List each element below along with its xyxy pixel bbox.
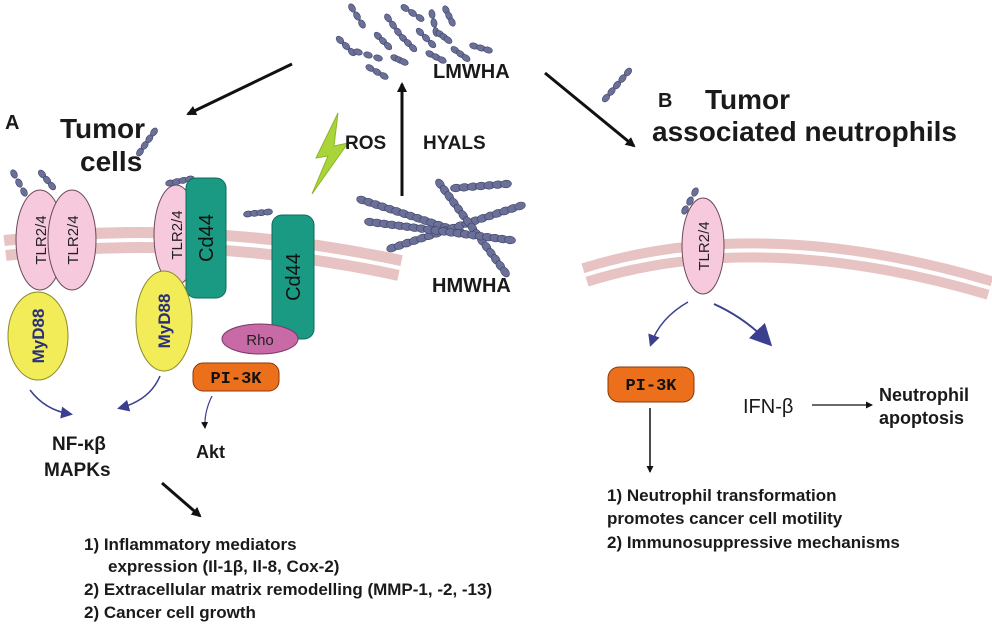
tlr-neutrophil: TLR2/4 [681, 197, 725, 295]
hyaluronan-chain-icon [263, 208, 273, 216]
hyaluronan-chain-icon [681, 205, 689, 215]
pi3k-right: PI-3K [607, 366, 695, 403]
hyaluronan-chain-icon [399, 58, 409, 66]
tlr-dimer-left: TLR2/4 TLR2/4 [15, 189, 97, 291]
tan-title-line1: Tumor [705, 84, 791, 115]
hyaluronan-chain-icon [363, 51, 373, 59]
tumor-cells-title-line2: cells [80, 146, 143, 177]
panel-b-label: B [658, 90, 673, 112]
akt-label: Akt [196, 442, 226, 462]
mapks-label: MAPKs [44, 460, 111, 481]
ros-label: ROS [345, 133, 387, 154]
hyals-label: HYALS [423, 133, 486, 154]
tlr-label-3: TLR2/4 [169, 210, 186, 259]
hyaluronan-chain-icon [10, 169, 18, 179]
tan-title-line2: associated neutrophils [652, 116, 957, 147]
lightning-bolt-icon [311, 112, 350, 195]
hyaluronan-chain-icon [427, 39, 437, 49]
left-outcome-1: 1) Inflammatory mediators [84, 535, 297, 554]
pi3k-label-2: PI-3K [625, 377, 677, 396]
hyaluronan-chain-icon [448, 17, 456, 27]
right-outcome-1b: promotes cancer cell motility [607, 509, 843, 528]
hyaluronan-chain-icon [20, 187, 28, 197]
arrow-to-neutrophils [544, 71, 636, 148]
ifn-label: IFN-β [743, 396, 794, 418]
myd88-label-1: MyD88 [29, 309, 48, 364]
hyaluronan-chain-icon [514, 201, 526, 211]
neutrophil-label: Neutrophil [879, 385, 969, 405]
tlr-label-1: TLR2/4 [33, 215, 50, 264]
arrow-myd88-to-nfkb-2 [117, 375, 161, 412]
hyaluronan-chain-icon [358, 19, 366, 29]
neutrophil-membrane [581, 238, 992, 300]
arrow-pi3k-to-akt [201, 395, 213, 429]
hyaluronan-chain-icon [623, 67, 633, 77]
tlr-cd44-complex: TLR2/4 Cd44 [153, 177, 227, 299]
hyaluronan-chain-icon [348, 3, 356, 13]
hyaluronan-chain-icon [353, 11, 361, 21]
hmwha-label: HMWHA [432, 275, 511, 297]
tumor-cells-title-line1: Tumor [60, 113, 146, 144]
right-outcome-2: 2) Immunosuppressive mechanisms [607, 533, 900, 552]
arrow-myd88-to-nfkb-1 [29, 389, 73, 419]
myd88-label-2: MyD88 [155, 294, 174, 349]
hyaluronan-chain-icon [150, 127, 158, 137]
hyaluronan-chain-icon [353, 48, 363, 56]
hyaluronan-chain-icon [691, 187, 699, 197]
hyaluronan-chain-icon [15, 178, 23, 188]
left-outcome-1b: expression (Il-1β, Il-8, Cox-2) [108, 557, 340, 576]
cd44-rho-complex: Cd44 Rho [221, 214, 315, 355]
myd88-left: MyD88 [7, 291, 69, 381]
hyaluronan-chain-icon [686, 196, 694, 206]
hyaluronan-chain-icon [500, 266, 510, 278]
hyaluronan-chain-icon [461, 54, 471, 62]
arrow-tlr-to-pi3k [648, 301, 689, 347]
panel-a-label: A [5, 112, 20, 134]
cd44-label-2: Cd44 [283, 253, 305, 301]
right-outcome-1: 1) Neutrophil transformation [607, 486, 837, 505]
left-outcome-3: 2) Cancer cell growth [84, 603, 256, 622]
arrow-to-left-outcomes [161, 481, 202, 518]
hyaluronan-chain-icon [504, 235, 516, 245]
left-outcome-2: 2) Extracellular matrix remodelling (MMP… [84, 580, 493, 599]
hyaluronan-chain-icon [500, 179, 512, 189]
pi3k-left: PI-3K [192, 362, 280, 392]
pi3k-label-1: PI-3K [210, 370, 262, 389]
nfkb-label: NF-κβ [52, 434, 106, 455]
tlr-label-4: TLR2/4 [696, 221, 713, 270]
hyaluronan-chain-icon [408, 43, 418, 53]
hyaluronan-chain-icon [437, 56, 447, 64]
hyaluronan-chain-icon [48, 181, 56, 191]
hyaluronan-chain-icon [373, 54, 383, 62]
lmwha-label: LMWHA [433, 61, 510, 83]
hyaluronan-chain-icon [428, 9, 436, 19]
hyaluronan-chain-icon [483, 46, 493, 54]
rho-label: Rho [246, 332, 274, 349]
hyaluronan-chains [10, 3, 699, 278]
arrow-tlr-to-ifn [713, 303, 773, 347]
hyaluronan-chain-icon [383, 41, 393, 51]
myd88-right: MyD88 [135, 270, 193, 372]
hyaluronan-chain-icon [443, 36, 453, 44]
tlr-label-2: TLR2/4 [65, 215, 82, 264]
cd44-label-1: Cd44 [196, 214, 218, 262]
apoptosis-label: apoptosis [879, 408, 965, 428]
hyaluronan-chain-icon [415, 14, 425, 22]
hyaluronan-chain-icon [379, 72, 389, 80]
arrow-to-tumor-cells [186, 62, 293, 116]
hyaluronan-chain-icon [430, 18, 438, 28]
